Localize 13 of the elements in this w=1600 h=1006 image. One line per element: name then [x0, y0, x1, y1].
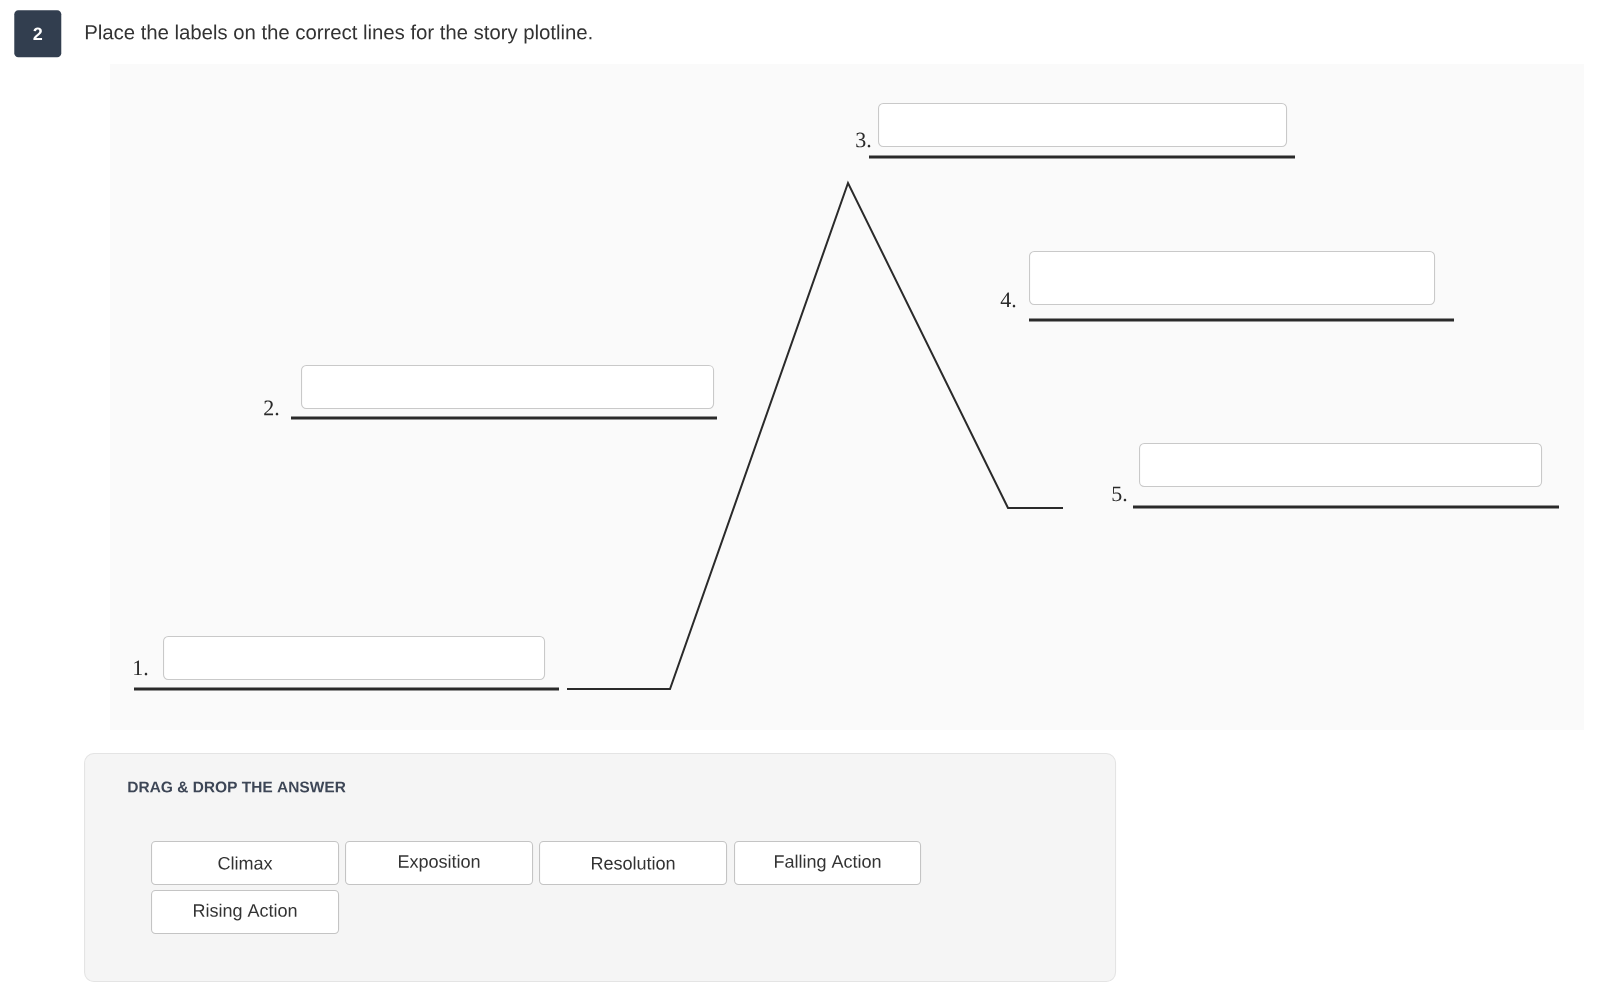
answer-tile: Climax	[151, 841, 340, 886]
answer-tile: Falling Action	[734, 841, 922, 886]
question-number-badge: 2	[14, 10, 62, 58]
answer-tile: Resolution	[539, 841, 728, 886]
line-number: 1.	[134, 660, 148, 676]
panel-heading: DRAG & DROP THE ANSWER	[128, 781, 346, 793]
answer-tile: Exposition	[345, 841, 534, 886]
line-number: 3.	[856, 132, 871, 148]
question-text: Place the labels on the correct lines for the story plotline.	[85, 24, 592, 44]
line-number: 2.	[264, 400, 279, 416]
line-number: 4.	[1000, 292, 1016, 308]
answer-tile: Rising Action	[151, 890, 340, 935]
line-number: 5.	[1112, 486, 1127, 502]
